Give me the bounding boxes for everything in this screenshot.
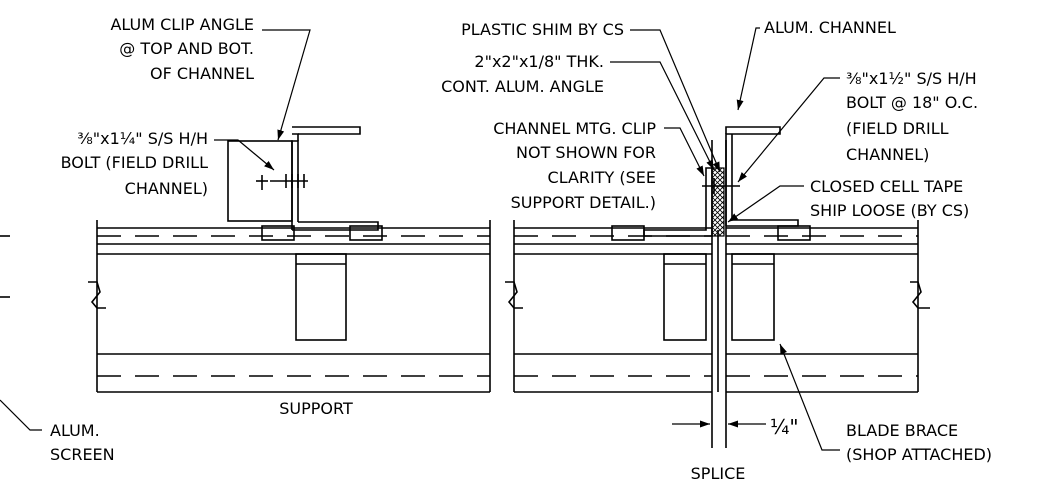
bolt-right-label: CHANNEL) — [846, 145, 929, 164]
cont-angle-label: 2"x2"x1/8" THK. — [474, 52, 604, 71]
screen-label: SCREEN — [50, 445, 115, 464]
screen-label: ALUM. — [50, 421, 100, 440]
plastic-shim-label: PLASTIC SHIM BY CS — [461, 20, 624, 39]
mtg-clip-label: CLARITY (SEE — [548, 168, 656, 187]
mtg-clip-label: SUPPORT DETAIL.) — [511, 193, 656, 212]
mtg-clip-label: NOT SHOWN FOR — [516, 143, 656, 162]
blade-brace-label: (SHOP ATTACHED) — [846, 445, 992, 464]
clip-angle-label: ALUM CLIP ANGLE — [110, 15, 254, 34]
annotation-labels: ALUM CLIP ANGLE @ TOP AND BOT. OF CHANNE… — [50, 15, 992, 483]
tape-label: CLOSED CELL TAPE — [810, 177, 963, 196]
clip-angle-label: OF CHANNEL — [150, 64, 254, 83]
bolt-right-label: BOLT @ 18" O.C. — [846, 93, 978, 112]
leader-lines — [0, 27, 840, 451]
blade-brace-label: BLADE BRACE — [846, 421, 958, 440]
clip-angle-label: @ TOP AND BOT. — [119, 39, 254, 58]
support-label: SUPPORT — [279, 399, 353, 418]
splice-label: SPLICE — [691, 464, 746, 483]
left-screen-panel — [0, 220, 491, 393]
tape-label: SHIP LOOSE (BY CS) — [810, 201, 969, 220]
mtg-clip-label: CHANNEL MTG. CLIP — [493, 119, 656, 138]
alum-channel-label: ALUM. CHANNEL — [764, 18, 896, 37]
bolt-left-label: ⅜"x1¼" S/S H/H — [77, 129, 208, 148]
right-screen-panel — [505, 140, 930, 448]
bolt-right-label: ⅜"x1½" S/S H/H — [846, 69, 977, 88]
bolt-left-label: BOLT (FIELD DRILL — [61, 153, 209, 172]
bolt-right-label: (FIELD DRILL — [846, 119, 949, 138]
left-channel-assembly — [227, 126, 379, 231]
splice-channel-assembly — [643, 126, 799, 237]
gap-dimension-label: ¼" — [770, 415, 799, 439]
cont-angle-label: CONT. ALUM. ANGLE — [441, 77, 604, 96]
bolt-left-label: CHANNEL) — [125, 179, 208, 198]
